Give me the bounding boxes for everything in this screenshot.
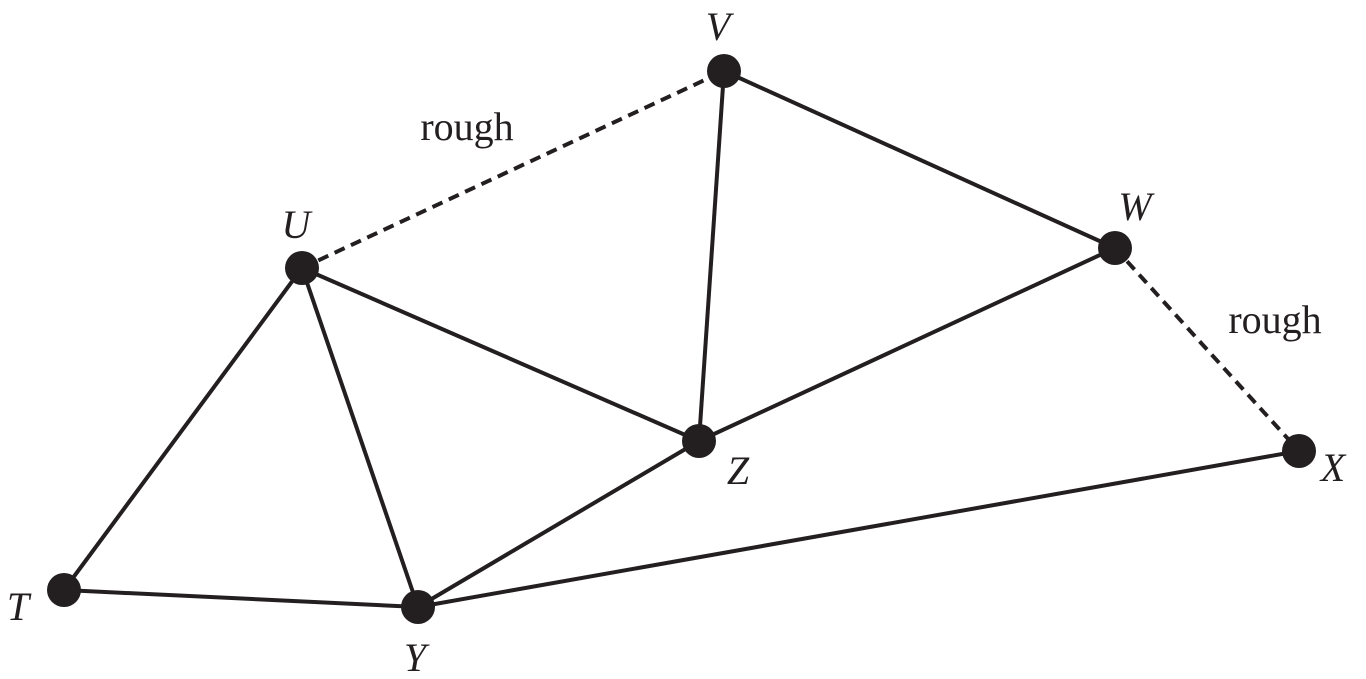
node-label-u: U xyxy=(282,202,314,247)
edge-y-x xyxy=(417,449,1300,609)
node-y xyxy=(401,590,435,624)
node-u xyxy=(285,251,319,285)
edge-u-y xyxy=(300,267,420,608)
node-w xyxy=(1098,231,1132,265)
node-label-y: Y xyxy=(404,635,430,679)
edge-label-u-v: rough xyxy=(420,104,513,149)
edge-label-w-x: rough xyxy=(1228,297,1321,342)
edge-y-z xyxy=(416,439,701,609)
node-label-t: T xyxy=(7,584,32,629)
edge-u-v xyxy=(301,69,725,270)
node-label-w: W xyxy=(1118,184,1155,229)
edge-u-z xyxy=(301,266,700,443)
node-v xyxy=(707,54,741,88)
edge-u-t xyxy=(62,266,304,592)
edge-t-y xyxy=(63,588,419,609)
edge-w-x xyxy=(1113,246,1301,453)
edge-w-z xyxy=(698,246,1116,443)
edge-v-z xyxy=(697,70,726,442)
node-t xyxy=(47,573,81,607)
node-label-v: V xyxy=(706,4,735,49)
edge-v-w xyxy=(723,69,1116,250)
node-z xyxy=(682,424,716,458)
node-label-x: X xyxy=(1319,445,1347,490)
node-label-z: Z xyxy=(727,448,750,493)
node-x xyxy=(1282,434,1316,468)
